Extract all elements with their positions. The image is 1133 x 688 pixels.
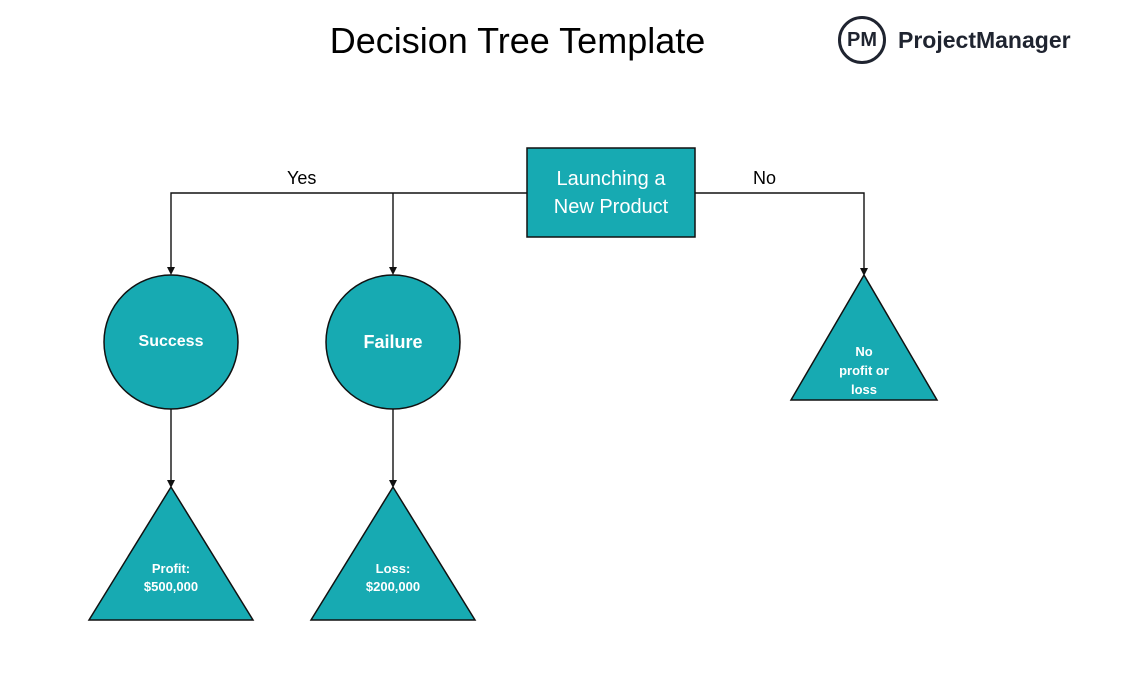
brand-logo: PM ProjectManager xyxy=(838,16,1071,64)
failure-label: Failure xyxy=(363,331,423,352)
no-profit-label-line2: profit or xyxy=(839,362,889,378)
success-label: Success xyxy=(138,333,204,350)
root-node-label: Launching a New Product xyxy=(553,167,669,218)
profit-label: Profit: $500,000 xyxy=(121,560,221,596)
edge-no xyxy=(695,192,868,276)
success-chance-node xyxy=(103,274,239,410)
edge-yes-success xyxy=(167,192,527,275)
no-profit-label: No profit or loss xyxy=(824,341,904,399)
edge-label-yes: Yes xyxy=(287,168,317,188)
no-profit-label-line1: No xyxy=(855,343,873,359)
loss-label-line2: $200,000 xyxy=(365,579,421,594)
page-title: Decision Tree Template xyxy=(329,20,706,61)
brand-name: ProjectManager xyxy=(898,26,1071,53)
profit-label-line2: $500,000 xyxy=(143,579,199,594)
edge-label-no: No xyxy=(753,168,777,188)
profit-end-node xyxy=(87,485,255,621)
profit-label-line1: Profit: xyxy=(151,561,191,576)
loss-end-node xyxy=(309,485,477,621)
loss-label: Loss: $200,000 xyxy=(343,560,443,596)
no-profit-end-node xyxy=(789,273,939,401)
failure-chance-node xyxy=(325,274,461,410)
no-profit-label-line3: loss xyxy=(850,381,877,397)
loss-label-line1: Loss: xyxy=(375,561,411,576)
root-decision-node xyxy=(526,147,696,238)
pm-logo-icon: PM xyxy=(838,16,886,64)
